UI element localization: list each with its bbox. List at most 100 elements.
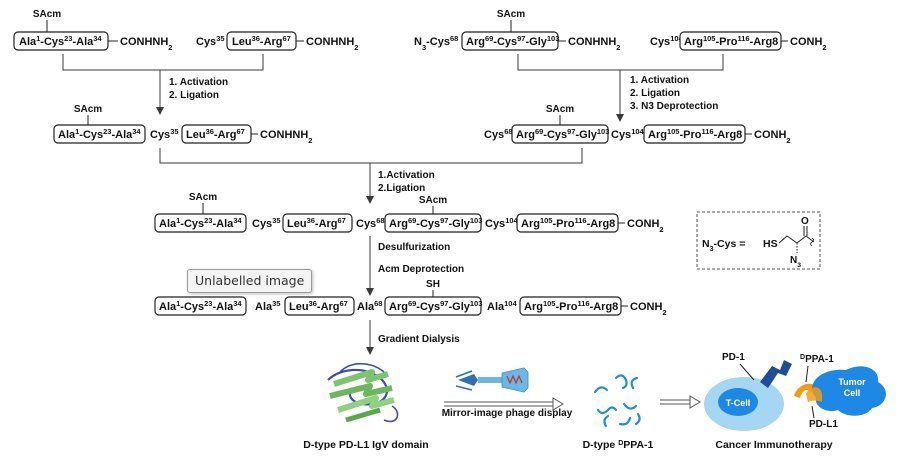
residue-ala104: Ala104	[487, 299, 517, 314]
sh-label: SH	[426, 279, 440, 290]
wavy-bond	[810, 237, 814, 247]
arrow-shaft	[660, 399, 690, 405]
residue-cys104: Cys104	[650, 34, 684, 49]
sacm-label: SAcm	[546, 104, 574, 115]
n3-cys-structure-inset: N3-Cys = HS O N3	[696, 211, 821, 270]
row2-right-product: Cys68 SAcm Arg69-Cys97-Gly103 Cys104 Arg…	[484, 104, 791, 145]
peptide-leu36-arg67: Leu36-Arg67	[232, 34, 291, 49]
pd-l1-label: PD-L1	[809, 419, 838, 430]
protein-loop	[383, 405, 399, 423]
sacm-label: SAcm	[189, 192, 217, 203]
step2-activation: 1. Activation	[630, 75, 689, 86]
step-gradient-dialysis: Gradient Dialysis	[378, 334, 460, 345]
row3-full-length-protected: SAcm Ala1-Cys23-Ala34 Cys35 Leu36-Arg67 …	[154, 192, 664, 234]
pd-l1-igv-domain-label: D-type PD-L1 IgV domain	[303, 439, 428, 451]
tumor-label-line1: Tumor	[838, 377, 866, 387]
squiggle	[634, 412, 641, 426]
t-cell-nucleus	[718, 388, 758, 416]
phage-icon	[455, 367, 529, 393]
residue-cys68: Cys68	[484, 127, 513, 142]
n3-group-label: N3	[790, 255, 801, 269]
terminal-amide: CONH2	[627, 218, 664, 234]
beta-strand	[337, 395, 395, 413]
protein-loop	[339, 362, 385, 373]
squiggle	[603, 414, 610, 428]
peptide-box-arg69-gly103	[384, 296, 482, 316]
residue-cys104: Cys104	[611, 127, 645, 142]
step1-ligation: 2. Ligation	[169, 90, 219, 101]
hs-label: HS	[763, 238, 778, 250]
peptide-leu36-arg67: Leu36-Arg67	[287, 216, 346, 231]
residue-cys35: Cys35	[196, 34, 225, 49]
pd1-receptor	[760, 360, 792, 388]
row4-full-length-deprotected: Ala1-Cys23-Ala34 Ala35 Leu36-Arg67 Ala68…	[154, 279, 667, 317]
beta-strand	[345, 407, 381, 423]
sacm-label: SAcm	[419, 195, 447, 206]
peptide-box-arg69-gly103	[511, 124, 609, 144]
tumor-cell-body	[811, 366, 886, 416]
terminal-amide: CONH2	[754, 129, 791, 145]
pd1-pointer	[739, 363, 755, 381]
peptide-box-leu36-arg67	[284, 296, 355, 316]
dppa1-label: DPPA-1	[800, 354, 834, 366]
step3-ligation: 2.Ligation	[378, 183, 425, 194]
row1-mid-fragment: Cys35 Leu36-Arg67 CONHNH2	[196, 31, 358, 52]
residue-ala35: Ala35	[255, 299, 280, 314]
peptide-box-arg69-gly103	[384, 213, 482, 233]
ligation-bracket-final	[159, 148, 583, 164]
peptide-box-ala1-ala34	[53, 124, 146, 144]
step3-activation: 1.Activation	[378, 170, 435, 181]
peptide-ala1-cys23-ala34: Ala1-Cys23-Ala34	[19, 34, 102, 49]
residue-cys35: Cys35	[150, 127, 179, 142]
row2-left-product: SAcm Ala1-Cys23-Ala34 Cys35 Leu36-Arg67 …	[53, 104, 312, 145]
peptide-box-leu36-arg67	[282, 213, 353, 233]
arrow-head	[552, 397, 564, 411]
peptide-arg69-cys97-gly103: Arg69-Cys97-Gly103	[466, 34, 559, 49]
row1-right-fragment-a: N3-Cys68 SAcm Arg69-Cys97-Gly103 CONHNH2	[414, 9, 620, 52]
dppa1-pointer	[805, 365, 809, 383]
immunotherapy-cartoon: T-Cell PD-1 DPPA-1 Tumor Cell PD-L1	[704, 352, 886, 431]
step1-activation: 1. Activation	[169, 77, 228, 88]
residue-cys104: Cys104	[485, 216, 519, 231]
peptide-box-ala1-ala34	[154, 213, 247, 233]
step-acm-deprotection: Acm Deprotection	[378, 264, 464, 275]
peptide-arg69-cys97-gly103: Arg69-Cys97-Gly103	[516, 127, 609, 142]
cys-backbone	[778, 235, 807, 244]
unlabelled-image-tooltip: Unlabelled image	[187, 269, 313, 293]
peptide-arg69-cys97-gly103: Arg69-Cys97-Gly103	[389, 216, 482, 231]
pd-l1-protein-ribbon	[327, 362, 399, 423]
peptide-ala1-cys23-ala34: Ala1-Cys23-Ala34	[159, 216, 242, 231]
peptide-ala1-cys23-ala34: Ala1-Cys23-Ala34	[159, 299, 242, 314]
squiggle	[614, 374, 628, 390]
peptide-arg105-pro116-arg8: Arg105-Pro116-Arg8	[684, 34, 778, 49]
t-cell-label: T-Cell	[726, 398, 751, 408]
tumor-label-line2: Cell	[844, 388, 861, 398]
sacm-label: SAcm	[497, 9, 525, 20]
open-arrow-2	[660, 395, 701, 409]
phage-tail-fibers	[458, 374, 478, 386]
terminal-hydrazide: CONHNH2	[306, 36, 358, 52]
peptide-arg105-pro116-arg8: Arg105-Pro116-Arg8	[521, 216, 615, 231]
dppa1-peptide-shape	[794, 383, 818, 398]
terminal-hydrazide: CONHNH2	[260, 129, 312, 145]
peptide-leu36-arg67: Leu36-Arg67	[289, 299, 348, 314]
arrow-head	[689, 395, 701, 409]
inset-dashed-frame	[696, 211, 821, 270]
protein-coil	[327, 368, 389, 406]
open-arrow-1	[444, 397, 564, 411]
terminal-amide: CONH2	[790, 36, 827, 52]
peptide-arg105-pro116-arg8: Arg105-Pro116-Arg8	[648, 127, 742, 142]
dppa-squiggles	[593, 374, 641, 428]
tail-fiber	[455, 370, 473, 378]
peptide-arg69-cys97-gly103: Arg69-Cys97-Gly103	[389, 299, 482, 314]
residue-cys35: Cys35	[252, 216, 281, 231]
residue-ala68: Ala68	[357, 299, 382, 314]
squiggle	[618, 416, 632, 426]
oxygen-label: O	[801, 216, 809, 227]
cancer-immunotherapy-label: Cancer Immunotherapy	[715, 439, 832, 451]
row1-left-fragment: SAcm Ala1-Cys23-Ala34 CONHNH2	[13, 9, 172, 52]
beta-strand	[329, 383, 393, 399]
peptide-arg105-pro116-arg8: Arg105-Pro116-Arg8	[524, 299, 618, 314]
sacm-label: SAcm	[33, 9, 61, 20]
